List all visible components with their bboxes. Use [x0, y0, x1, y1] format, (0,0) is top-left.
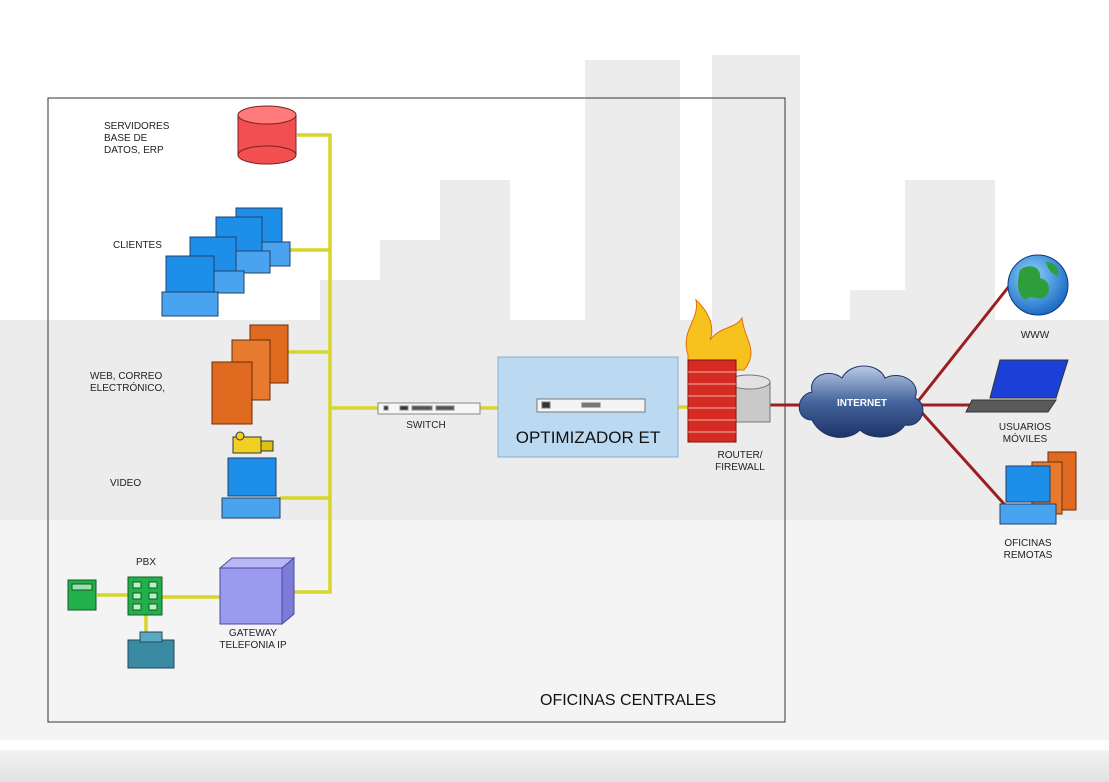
bottom-band: [0, 750, 1109, 782]
laptop-icon: [965, 359, 1069, 413]
telephone-icon: [67, 579, 97, 611]
globe-icon: [1007, 254, 1069, 316]
gateway-label: GATEWAY TELEFONIA IP: [219, 628, 287, 651]
optimizer-appliance-icon: [536, 398, 646, 413]
router-firewall-label: ROUTER/ FIREWALL: [715, 450, 765, 473]
video-pc-icon: [221, 457, 281, 519]
remote-office-pc-icon: [999, 465, 1057, 525]
central-offices-frame: [47, 97, 786, 723]
central-offices-label: OFICINAS CENTRALES: [540, 692, 717, 709]
switch-label: SWITCH: [406, 420, 446, 431]
clients-label: CLIENTES: [113, 240, 162, 251]
firewall-icon: [685, 298, 752, 443]
mobile-users-label: USUARIOS MÓVILES: [998, 422, 1052, 445]
gateway-icon: [218, 556, 296, 626]
web-mail-servers-icon: [211, 324, 289, 425]
web-mail-label: WEB, CORREO ELECTRÓNICO,: [90, 371, 166, 394]
pbx-icon: [127, 576, 163, 616]
optimizer-label: OPTIMIZADOR ET: [515, 428, 661, 447]
pbx-label: PBX: [135, 557, 156, 568]
switch-icon: [377, 402, 481, 415]
fax-icon: [127, 631, 175, 669]
video-camera-icon: [232, 431, 274, 454]
lan-links: [97, 133, 688, 635]
clients-pcs-icon: [161, 207, 291, 317]
internet-label: INTERNET: [837, 398, 887, 409]
remote-offices-label: OFICINAS REMOTAS: [1003, 538, 1053, 561]
internet-cloud-icon: [798, 365, 924, 438]
database-icon: [237, 105, 297, 165]
www-label: WWW: [1020, 330, 1050, 341]
video-label: VIDEO: [110, 478, 142, 489]
servers-label: SERVIDORES BASE DE DATOS, ERP: [104, 121, 170, 156]
